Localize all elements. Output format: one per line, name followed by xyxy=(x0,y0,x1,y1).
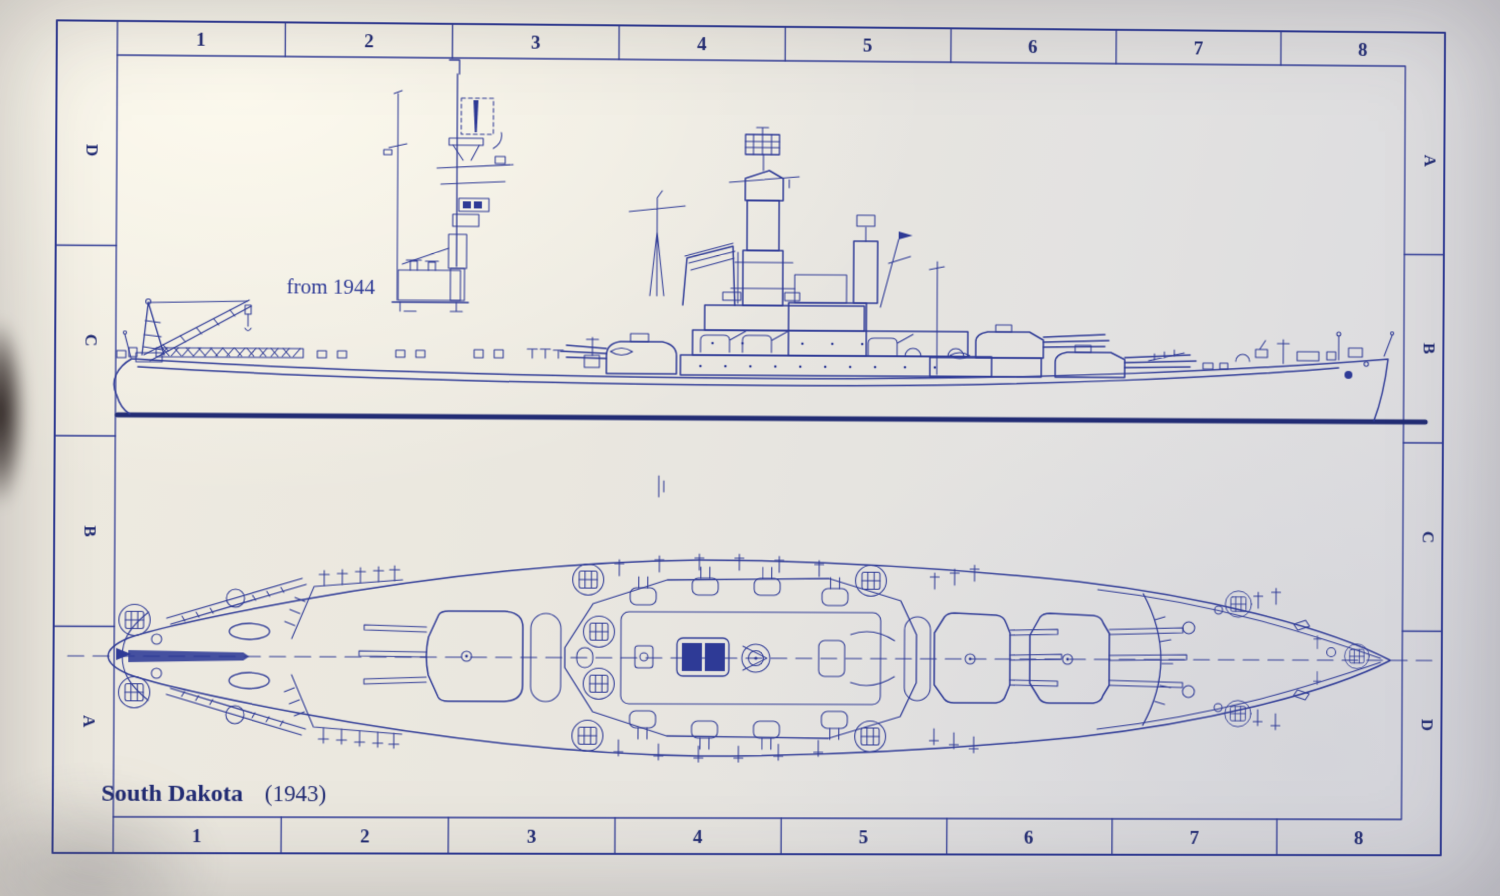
stern-crane xyxy=(136,299,251,362)
plan-crane-boom xyxy=(128,650,250,663)
grid-number-top-1: 1 xyxy=(196,30,206,51)
grid-cell-dividers xyxy=(52,20,1445,855)
plan-foredeck xyxy=(1143,587,1370,731)
grid-number-top-5: 5 xyxy=(863,36,873,57)
hull-profile xyxy=(114,352,1388,421)
grid-number-bottom-6: 6 xyxy=(1024,828,1034,849)
grid-number-bottom-2: 2 xyxy=(360,826,370,847)
grid-number-bottom-1: 1 xyxy=(192,826,202,847)
grid-number-bottom-8: 8 xyxy=(1354,828,1364,849)
grid-number-top-7: 7 xyxy=(1194,38,1204,59)
hawse-pipe xyxy=(1344,370,1353,379)
grid-letter-right-b: B xyxy=(1420,343,1439,354)
grid-number-top-6: 6 xyxy=(1028,37,1038,58)
aft-main-turret-side xyxy=(559,332,678,375)
title-block: South Dakota (1943) xyxy=(101,780,327,807)
funnel-uptake-1 xyxy=(681,642,703,672)
inset-foremast xyxy=(383,90,407,300)
grid-number-bottom-3: 3 xyxy=(527,827,537,848)
grid-letter-left-d: D xyxy=(82,144,101,156)
outer-border xyxy=(52,20,1445,855)
grid-number-bottom-5: 5 xyxy=(859,827,869,848)
stern-deck-tubs xyxy=(117,348,137,358)
aft-deck-fittings xyxy=(317,348,563,360)
plan-aft-turret xyxy=(359,611,561,702)
title-ship-year: (1943) xyxy=(265,780,327,806)
grid-number-bottom-4: 4 xyxy=(693,827,703,848)
grid-letter-left-c: C xyxy=(81,334,100,346)
plan-superstructure xyxy=(564,553,980,763)
centerline xyxy=(68,656,1436,661)
plan-aa-group-aft-port xyxy=(285,565,403,639)
plan-view xyxy=(67,553,1436,763)
superstructure-side xyxy=(610,127,992,376)
aft-deck-catapult-strip xyxy=(156,348,303,358)
plan-forward-turrets xyxy=(904,613,1187,704)
foremast xyxy=(628,190,686,297)
forward-turrets-side xyxy=(930,325,1196,378)
plan-catapult-starboard xyxy=(166,688,305,735)
funnel-uptake-2 xyxy=(704,643,726,672)
grid-letter-left-b: B xyxy=(80,526,99,537)
funnel-casing xyxy=(676,637,730,677)
inner-border xyxy=(113,55,1405,819)
plan-catapult-port xyxy=(167,578,306,625)
funnel xyxy=(681,242,739,307)
grid-number-top-8: 8 xyxy=(1358,40,1368,61)
plan-aa-group-aft-starboard xyxy=(284,675,402,749)
waterline xyxy=(117,415,1425,422)
mast-detail-inset: from 1944 xyxy=(286,59,513,312)
side-elevation-view xyxy=(114,127,1427,422)
grid-number-top-3: 3 xyxy=(531,33,541,54)
grid-letter-right-d: D xyxy=(1418,719,1437,731)
grid-number-bottom-7: 7 xyxy=(1190,828,1200,849)
grid-letter-right-c: C xyxy=(1419,531,1438,543)
aft-director-tower xyxy=(788,215,913,357)
inset-mainmast xyxy=(447,59,460,267)
registration-mark xyxy=(658,475,665,498)
grid-letter-left-a: A xyxy=(79,715,98,728)
border-frame: 1 2 3 4 5 6 7 8 1 2 3 4 5 6 7 8 D xyxy=(52,20,1445,855)
grid-letter-right-a: A xyxy=(1421,155,1440,168)
grid-number-top-2: 2 xyxy=(364,31,374,52)
grid-number-top-4: 4 xyxy=(697,34,707,55)
title-ship-name: South Dakota xyxy=(101,781,243,807)
flag-staffs xyxy=(125,327,1392,365)
inset-note-label: from 1944 xyxy=(286,274,375,299)
